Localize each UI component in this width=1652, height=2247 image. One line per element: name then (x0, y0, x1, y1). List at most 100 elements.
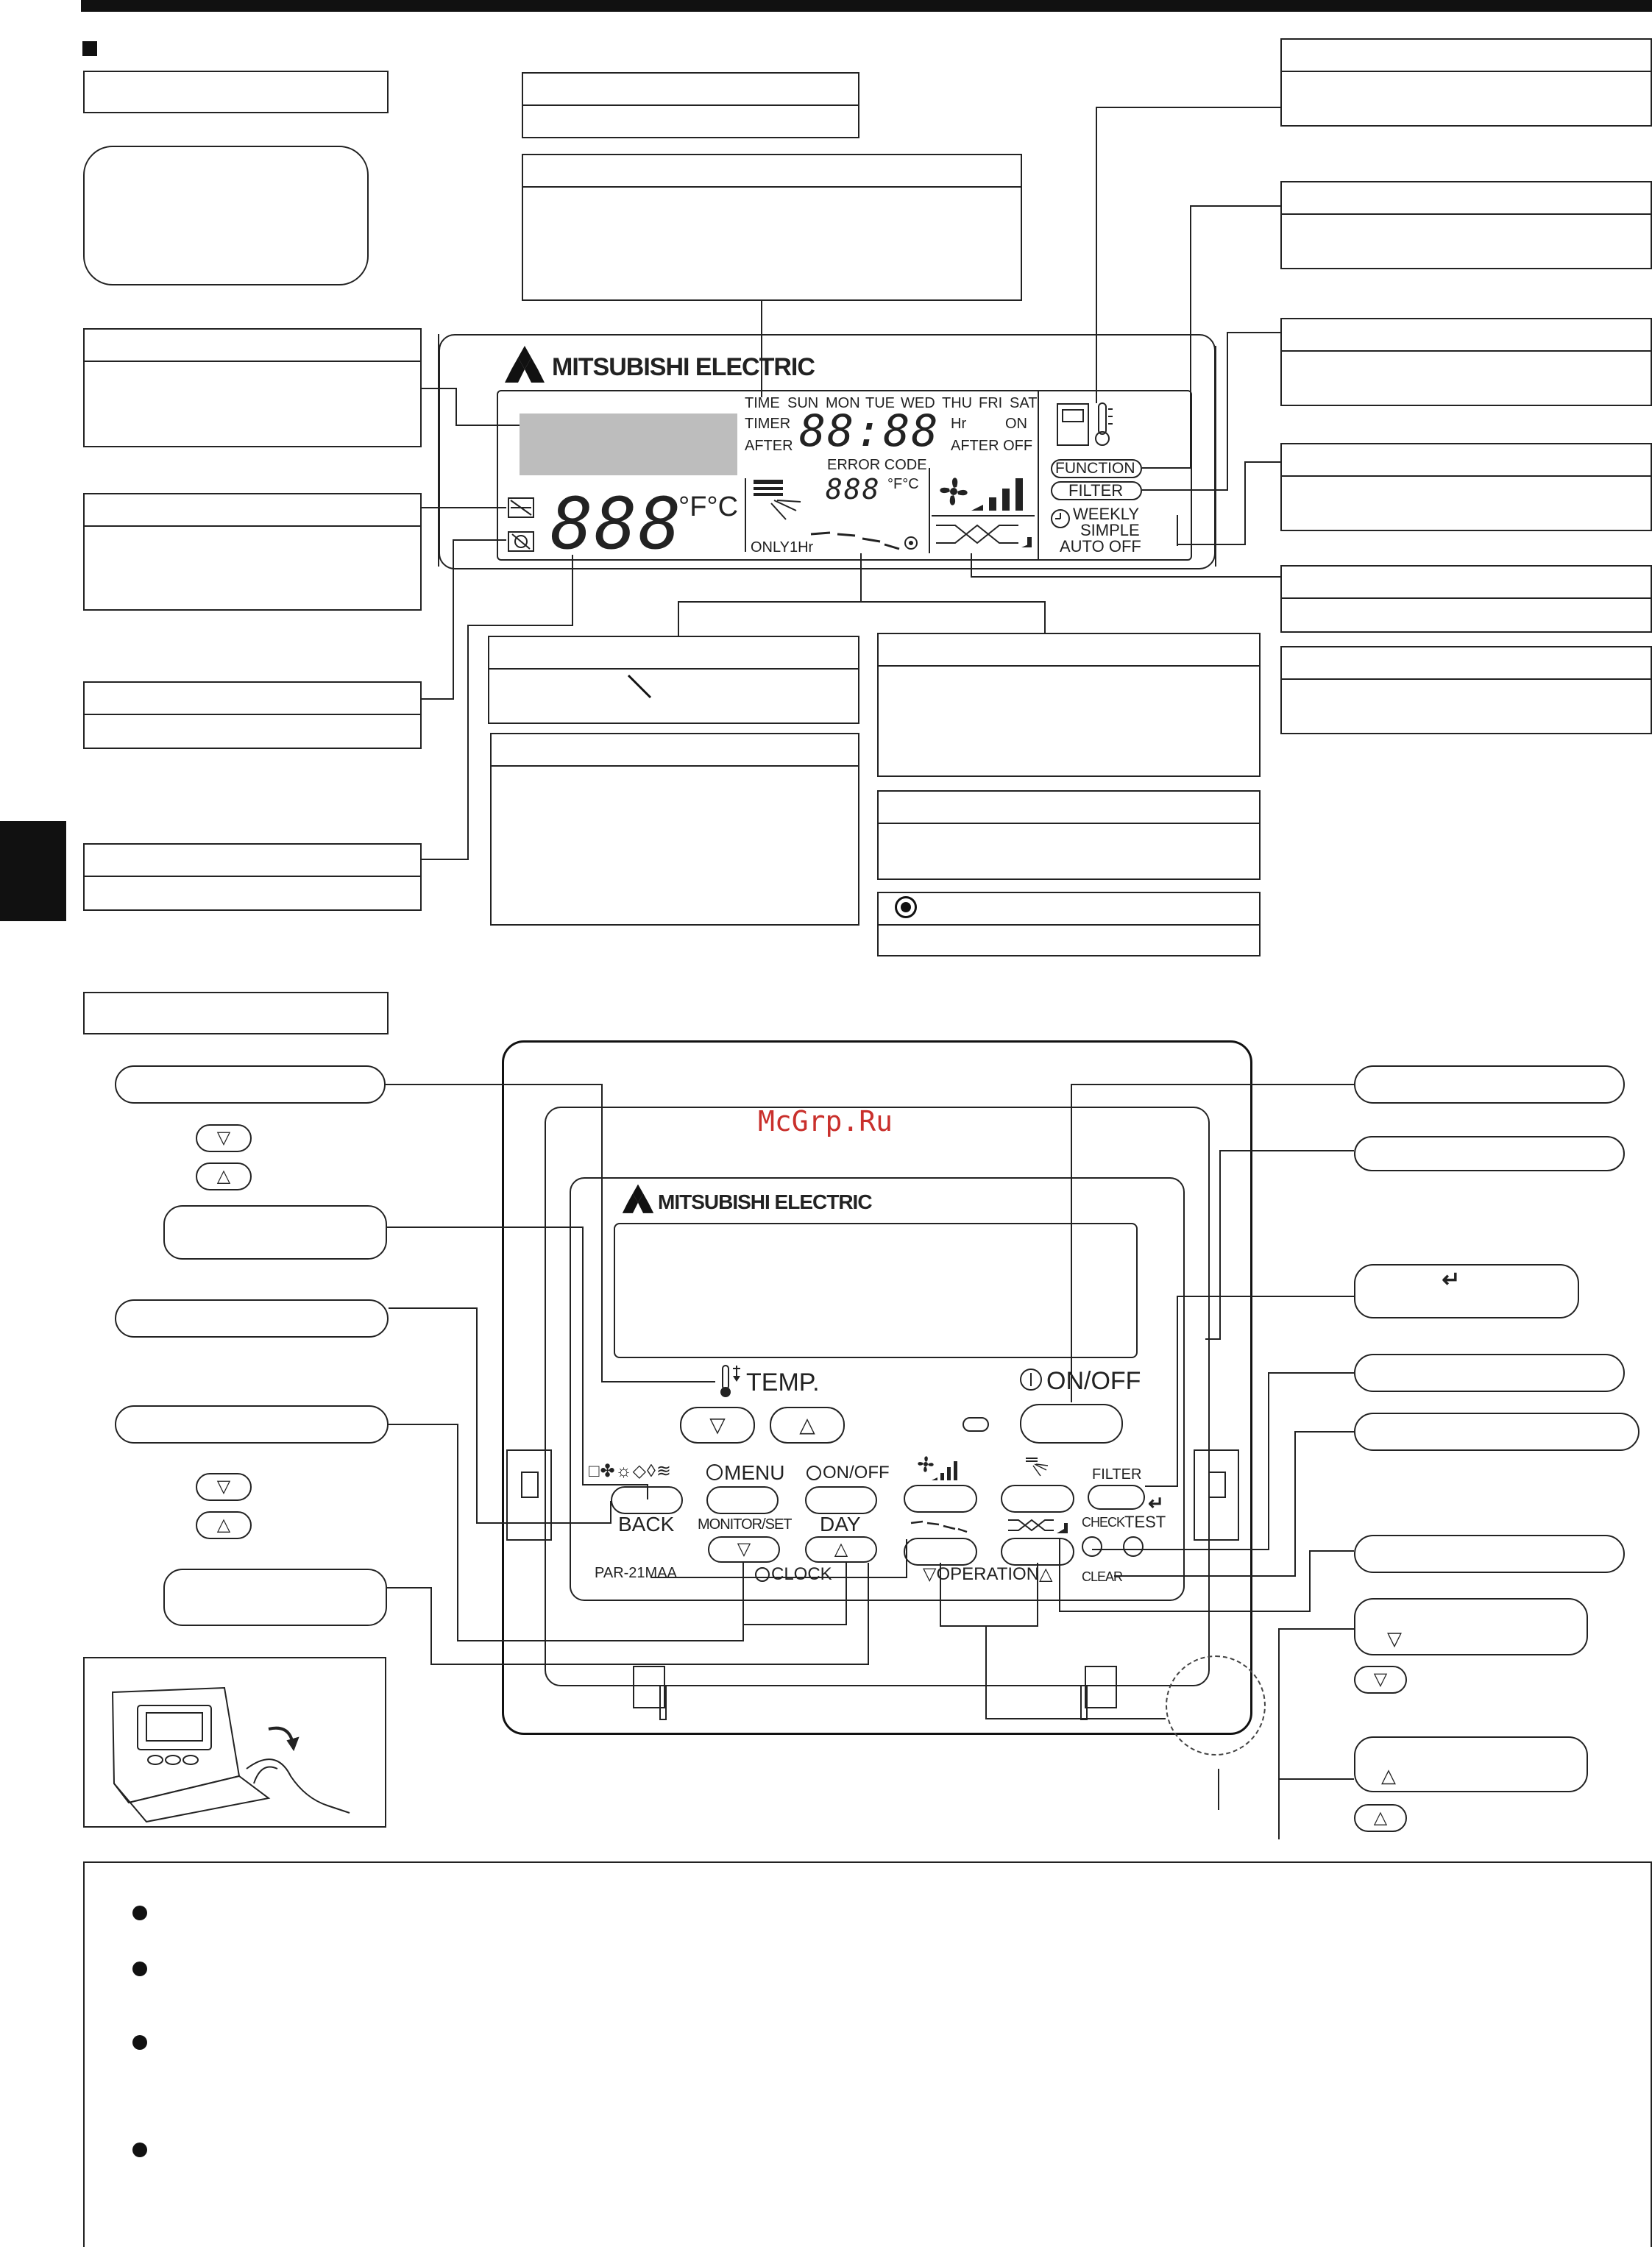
timer-up-key-legend: △ (196, 1511, 252, 1539)
monitor-set-label: MONITOR/SET (698, 1516, 793, 1533)
callout-menu-button (163, 1205, 387, 1260)
time-digits: 88:88 (799, 405, 940, 457)
callout-center-3 (877, 633, 1261, 777)
check-label: CHECK (1082, 1515, 1125, 1530)
side-tab (0, 821, 66, 921)
check-button[interactable] (1082, 1536, 1102, 1557)
lcd-gray-area (520, 413, 737, 475)
brand-name-remote: MITSUBISHI ELECTRIC (658, 1190, 873, 1213)
operation-up-key-legend: △ (1354, 1804, 1407, 1832)
menu-label: MENU (724, 1461, 785, 1484)
callout-rounded-note (83, 146, 369, 285)
filter-indicator (1051, 481, 1142, 500)
error-unit: °F°C (887, 476, 919, 492)
temp-down-button[interactable]: ▽ (680, 1407, 755, 1444)
right-hinge (1085, 1666, 1117, 1708)
watermark: McGrp.Ru (758, 1105, 893, 1137)
callout-monitor-set (115, 1405, 389, 1444)
on-off-button[interactable] (1020, 1404, 1123, 1444)
callout-back-button (115, 1299, 389, 1338)
divider-line-2 (929, 468, 930, 553)
sensor-off-icon (508, 531, 534, 552)
temp-up-key-legend: △ (196, 1162, 252, 1190)
temp-unit: °F°C (678, 491, 739, 522)
callout-right-5 (1280, 565, 1652, 633)
note-bullet-1 (132, 1906, 147, 1920)
ventilation-icon (936, 524, 1032, 547)
mode-icons: □✤☼◇◊≋ (589, 1461, 673, 1481)
divider-line-4 (1038, 391, 1039, 559)
remote-cover-outline (545, 1107, 1210, 1686)
note-bullet-4 (132, 2143, 147, 2157)
temp-label: TEMP. (746, 1369, 820, 1396)
callout-center-5 (877, 892, 1261, 956)
remote-panel-outline (570, 1177, 1185, 1601)
note-bullet-3 (132, 2035, 147, 2050)
callout-fan-speed-button (1354, 1354, 1625, 1392)
fan-speed-button-icon (918, 1456, 957, 1480)
clock-label: CLOCK (771, 1564, 832, 1584)
only1hr-label: ONLY1Hr (751, 539, 814, 555)
callout-center-1 (488, 636, 859, 724)
error-digits: 888 (826, 473, 881, 505)
clock-up-button[interactable]: △ (805, 1536, 877, 1563)
callout-right-6 (1280, 646, 1652, 734)
left-latch (506, 1449, 552, 1541)
swing-icon (810, 531, 918, 550)
vane-button-icon (1026, 1458, 1049, 1477)
fan-speed-icon (971, 478, 1023, 511)
clock-icon (1051, 509, 1070, 528)
error-code-label: ERROR CODE (827, 457, 927, 473)
menu-button[interactable] (706, 1486, 779, 1514)
timer-clock-icon (806, 1466, 821, 1480)
louver-button-icon (910, 1520, 968, 1533)
ventilation-button-icon (1008, 1519, 1068, 1533)
callout-left-2 (83, 493, 422, 611)
temp-down-key-legend: ▽ (196, 1124, 252, 1152)
remote-outer-body (502, 1040, 1252, 1735)
callout-operation-up: △ (1354, 1736, 1588, 1792)
fan-speed-button[interactable] (904, 1485, 977, 1513)
timer-on-off-label: ON/OFF (823, 1463, 890, 1483)
thermometer-icon (1095, 402, 1113, 446)
callout-on-off-button (1354, 1065, 1625, 1104)
on-label: ON (1005, 416, 1027, 432)
notes-box (83, 1861, 1652, 2247)
enter-icon: ↵ (1442, 1268, 1461, 1292)
timer-on-off-button[interactable] (805, 1486, 877, 1514)
day-wed: WED (901, 395, 935, 411)
callout-operation-lamp (1354, 1136, 1625, 1171)
callout-remote-title (83, 992, 389, 1034)
after-off-label: AFTER OFF (951, 438, 1033, 454)
day-mon: MON (826, 395, 860, 411)
divider-line-3 (932, 515, 1035, 517)
auto-off-label: AUTO OFF (1060, 537, 1141, 555)
timer-down-key-legend: ▽ (196, 1473, 252, 1501)
callout-left-1 (83, 328, 422, 447)
day-sun: SUN (787, 395, 819, 411)
callout-left-4 (83, 843, 422, 911)
day-sat: SAT (1010, 395, 1038, 411)
mitsubishi-logo-icon-2 (622, 1184, 654, 1213)
temp-up-button[interactable]: △ (770, 1407, 845, 1444)
section-marker (82, 41, 97, 56)
vane-button[interactable] (1001, 1485, 1074, 1513)
callout-check-button (1354, 1413, 1639, 1451)
weekly-label: WEEKLY (1073, 505, 1140, 523)
lcd-screen (497, 390, 1192, 561)
callout-filter-button: ↵ (1354, 1264, 1579, 1318)
brand-name: MITSUBISHI ELECTRIC (552, 353, 815, 381)
operation-lamp (963, 1417, 989, 1432)
filter-label: FILTER (1092, 1466, 1142, 1483)
mitsubishi-logo-icon (505, 346, 545, 383)
on-off-label: ON/OFF (1046, 1367, 1141, 1395)
filter-sensor-icon (508, 497, 534, 518)
temp-icon (720, 1365, 740, 1397)
clock-down-button[interactable]: ▽ (708, 1536, 780, 1563)
filter-button[interactable] (1088, 1485, 1145, 1510)
callout-center-2 (490, 733, 859, 926)
test-button[interactable] (1123, 1536, 1144, 1557)
leader-lines-top (422, 107, 1280, 860)
callout-operation-down: ▽ (1354, 1598, 1588, 1655)
timer-label: TIMER (745, 416, 791, 432)
